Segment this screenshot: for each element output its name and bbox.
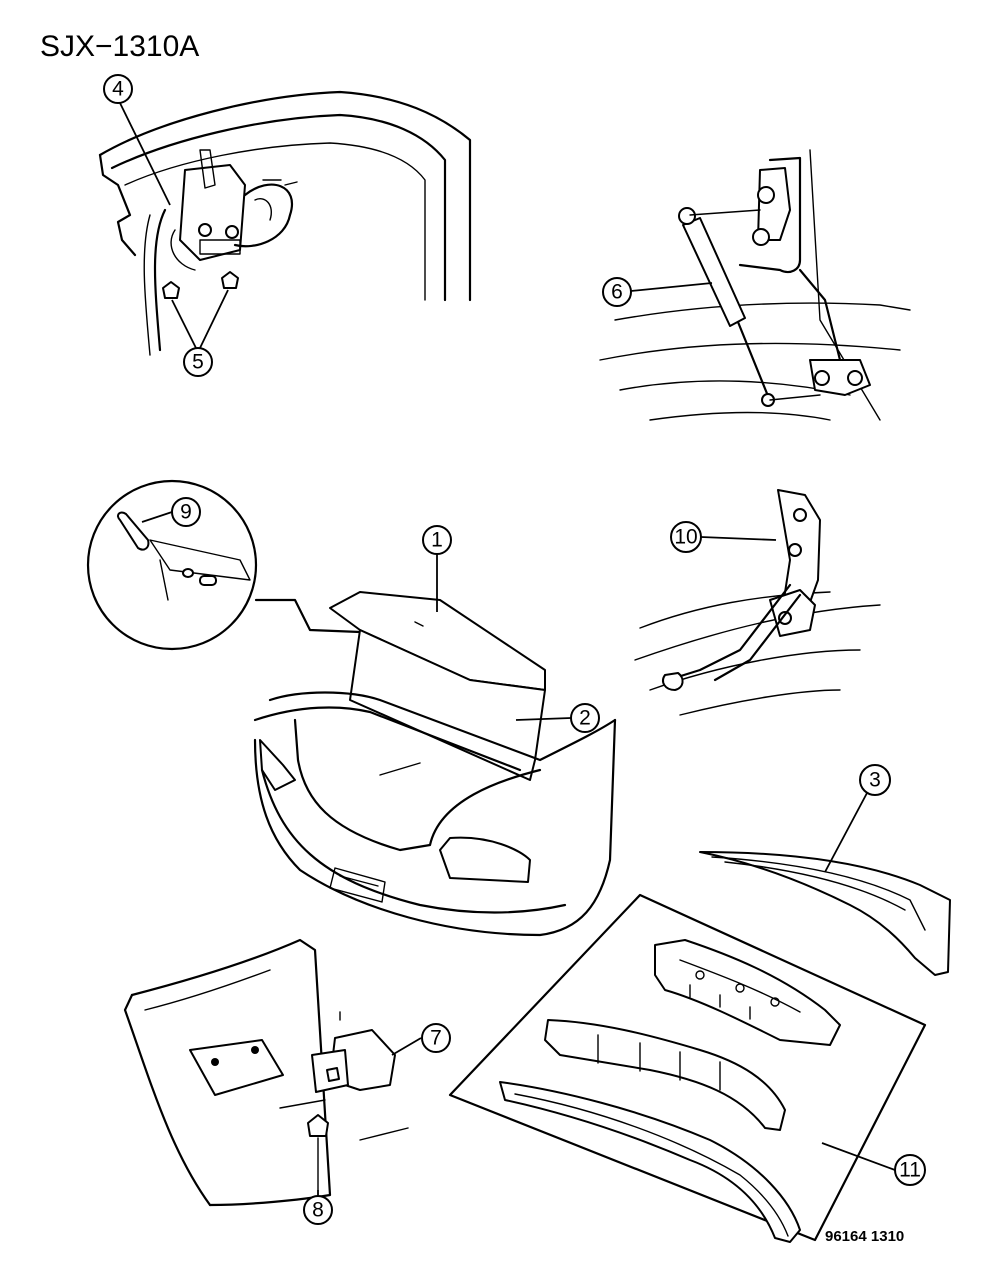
callout-4: 4 xyxy=(103,74,171,206)
callout-9: 9 xyxy=(141,497,201,527)
striker-view xyxy=(123,938,409,1207)
callout-5: 5 xyxy=(171,289,229,377)
callout-8: 8 xyxy=(303,1190,333,1225)
footer-code: 96164 1310 xyxy=(825,1228,904,1245)
callout-6: 6 xyxy=(602,277,713,307)
support-strut-view xyxy=(599,149,911,421)
svg-text:1: 1 xyxy=(431,529,443,552)
svg-text:7: 7 xyxy=(430,1027,442,1050)
diagram-code: SJX−1310A xyxy=(40,30,199,63)
callout-3: 3 xyxy=(824,764,891,873)
svg-text:4: 4 xyxy=(112,78,124,101)
callout-1: 1 xyxy=(422,525,452,612)
svg-text:6: 6 xyxy=(611,281,623,304)
svg-text:2: 2 xyxy=(579,707,591,730)
vehicle-rear-view xyxy=(253,591,617,937)
svg-text:8: 8 xyxy=(312,1199,324,1222)
callout-10: 10 xyxy=(670,521,777,553)
callout-2: 2 xyxy=(515,703,600,733)
hinge-view xyxy=(634,489,881,716)
svg-text:11: 11 xyxy=(899,1159,921,1182)
svg-text:3: 3 xyxy=(869,769,881,792)
rear-crossmember-view xyxy=(699,851,951,976)
bumper-detail-view xyxy=(86,479,362,651)
svg-text:9: 9 xyxy=(180,501,192,524)
callout-11: 11 xyxy=(821,1142,926,1186)
svg-text:5: 5 xyxy=(192,351,204,374)
latch-wiring-view xyxy=(98,90,472,356)
svg-text:10: 10 xyxy=(674,526,697,549)
callout-7: 7 xyxy=(391,1023,451,1056)
hardware-kit-view xyxy=(448,893,927,1243)
